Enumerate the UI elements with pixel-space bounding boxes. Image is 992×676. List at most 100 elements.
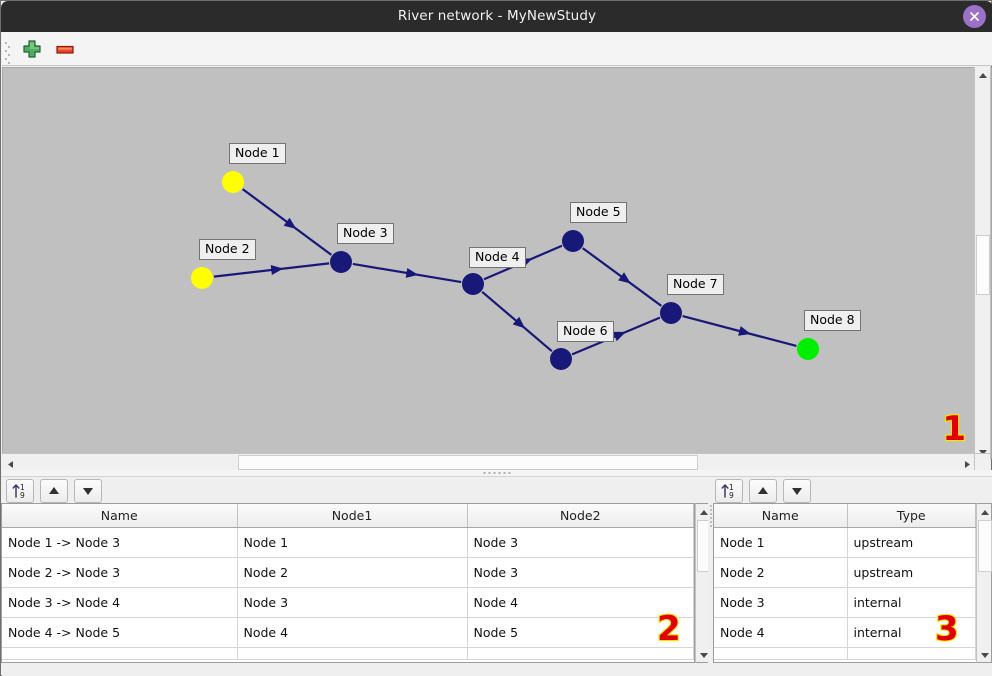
arrow-down-icon[interactable]: [74, 479, 102, 503]
graph-node[interactable]: [797, 338, 819, 360]
graph-node-label[interactable]: Node 3: [337, 223, 394, 244]
main-toolbar: [2, 32, 992, 66]
scroll-left-arrow-icon[interactable]: [4, 456, 17, 469]
reaches-cell[interactable]: Node 4 -> Node 5: [2, 617, 238, 648]
graph-nodes: [191, 171, 819, 370]
graph-node-label[interactable]: Node 1: [229, 143, 286, 164]
arrow-up-icon[interactable]: [40, 479, 68, 503]
reaches-cell[interactable]: Node 4: [467, 587, 694, 618]
nodes-cell[interactable]: internal: [847, 617, 976, 648]
reaches-cell[interactable]: Node 3: [467, 557, 694, 588]
svg-text:9: 9: [729, 491, 734, 500]
sort-ascending-icon[interactable]: 1 9: [6, 479, 34, 503]
graph-hscroll-thumb[interactable]: [238, 455, 698, 470]
reaches-cell[interactable]: Node 3: [467, 527, 694, 558]
nodes-cell[interactable]: Node 4: [714, 617, 848, 648]
scroll-down-arrow-icon[interactable]: [976, 444, 990, 458]
graph-edges: [213, 188, 797, 356]
nodes-table-scrollbar[interactable]: [976, 503, 992, 663]
svg-text:9: 9: [20, 491, 25, 500]
nodes-cell-empty[interactable]: [714, 647, 848, 660]
nodes-column-header[interactable]: Name: [714, 504, 848, 528]
panel-splitter[interactable]: [2, 470, 992, 477]
graph-node-label[interactable]: Node 4: [469, 247, 526, 268]
graph-node[interactable]: [660, 302, 682, 324]
reaches-cell[interactable]: Node 3 -> Node 4: [2, 587, 238, 618]
reaches-cell-empty[interactable]: [237, 647, 468, 660]
scroll-up-arrow-icon[interactable]: [978, 505, 992, 519]
nodes-cell[interactable]: internal: [847, 587, 976, 618]
nodes-cell-empty[interactable]: [847, 647, 976, 660]
graph-node[interactable]: [330, 251, 352, 273]
reaches-cell[interactable]: Node 1: [237, 527, 468, 558]
reaches-cell[interactable]: Node 5: [467, 617, 694, 648]
graph-horizontal-scrollbar[interactable]: [2, 453, 976, 470]
network-graph-svg: [191, 171, 819, 370]
toolbar-grip[interactable]: [5, 40, 10, 64]
add-plus-icon[interactable]: [19, 36, 45, 62]
reaches-cell[interactable]: Node 3: [237, 587, 468, 618]
svg-text:1: 1: [20, 483, 25, 492]
graph-node[interactable]: [191, 267, 213, 289]
reaches-cell[interactable]: Node 1 -> Node 3: [2, 527, 238, 558]
graph-node[interactable]: [562, 230, 584, 252]
network-graph-canvas[interactable]: Node 1 Node 2 Node 3 Node 4 Node 5 Node 6 Node…: [2, 67, 992, 459]
graph-node-label[interactable]: Node 5: [570, 202, 627, 223]
table-row-empty[interactable]: [714, 647, 976, 660]
graph-node[interactable]: [462, 273, 484, 295]
arrow-down-icon[interactable]: [783, 479, 811, 503]
nodes-cell[interactable]: Node 3: [714, 587, 848, 618]
scroll-up-arrow-icon[interactable]: [976, 68, 990, 82]
scroll-down-arrow-icon[interactable]: [978, 647, 992, 661]
graph-edge-arrow-icon: [618, 272, 631, 284]
graph-node[interactable]: [222, 171, 244, 193]
svg-text:1: 1: [729, 483, 734, 492]
reaches-cell[interactable]: Node 4: [237, 617, 468, 648]
graph-node-label[interactable]: Node 6: [557, 321, 614, 342]
nodes-cell[interactable]: Node 1: [714, 527, 848, 558]
title-bar: River network - MyNewStudy: [1, 1, 992, 32]
arrow-up-icon[interactable]: [749, 479, 777, 503]
reaches-column-header[interactable]: Node2: [467, 504, 694, 528]
remove-minus-icon[interactable]: [52, 36, 78, 62]
graph-node-label[interactable]: Node 7: [667, 274, 724, 295]
scrollbar-corner: [974, 453, 990, 470]
graph-vertical-scrollbar[interactable]: [974, 67, 990, 459]
graph-node-label[interactable]: Node 2: [199, 239, 256, 260]
reaches-cell[interactable]: Node 2 -> Node 3: [2, 557, 238, 588]
reaches-cell[interactable]: Node 2: [237, 557, 468, 588]
reaches-cell-empty[interactable]: [467, 647, 694, 660]
reaches-column-header[interactable]: Node1: [237, 504, 468, 528]
nodes-cell[interactable]: Node 2: [714, 557, 848, 588]
scroll-down-arrow-icon[interactable]: [697, 647, 711, 661]
reaches-cell-empty[interactable]: [2, 647, 238, 660]
graph-node-label[interactable]: Node 8: [804, 310, 861, 331]
nodes-scroll-thumb[interactable]: [978, 520, 992, 572]
sort-ascending-icon[interactable]: 1 9: [715, 479, 743, 503]
graph-vscroll-thumb[interactable]: [976, 235, 990, 295]
graph-node[interactable]: [550, 348, 572, 370]
scroll-right-arrow-icon[interactable]: [961, 456, 974, 469]
tables-splitter[interactable]: [708, 503, 713, 663]
close-icon[interactable]: [963, 5, 986, 28]
table-row-empty[interactable]: [2, 647, 694, 660]
graph-edge-arrow-icon: [283, 217, 297, 229]
scroll-up-arrow-icon[interactable]: [697, 505, 711, 519]
window-title: River network - MyNewStudy: [397, 8, 597, 24]
reaches-column-header[interactable]: Name: [2, 504, 238, 528]
nodes-column-header[interactable]: Type: [847, 504, 976, 528]
nodes-cell[interactable]: upstream: [847, 527, 976, 558]
nodes-cell[interactable]: upstream: [847, 557, 976, 588]
reaches-table-scrollbar[interactable]: [695, 503, 711, 663]
